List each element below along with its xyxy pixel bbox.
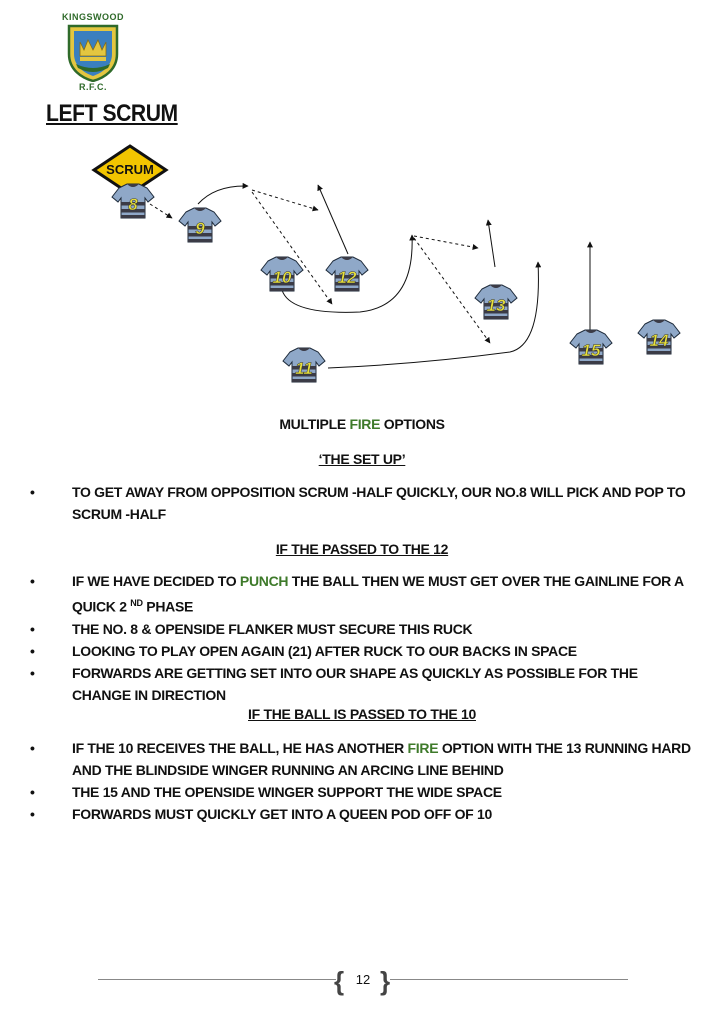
svg-text:12: 12 (338, 268, 357, 287)
player-15: 15 (569, 329, 613, 365)
club-name-bottom: R.F.C. (78, 82, 107, 92)
player-8: 8 (111, 183, 155, 219)
svg-text:11: 11 (295, 359, 313, 378)
section-12-list: IF WE HAVE DECIDED TO PUNCH THE BALL THE… (30, 570, 700, 706)
list-item: THE 15 AND THE OPENSIDE WINGER SUPPORT T… (30, 781, 700, 803)
setup-list: TO GET AWAY FROM OPPOSITION SCRUM -HALF … (30, 481, 700, 525)
club-logo: KINGSWOOD R.F.C. (60, 12, 126, 94)
player-13: 13 (474, 284, 518, 320)
heading-text: MULTIPLE (279, 416, 346, 432)
club-name-top: KINGSWOOD (62, 12, 124, 22)
svg-text:13: 13 (487, 296, 506, 315)
footer-bracket-left: { (334, 966, 345, 996)
svg-text:14: 14 (650, 331, 669, 350)
play-diagram: SCRUM 8 9 10 12 11 13 15 (91, 144, 681, 383)
svg-text:10: 10 (273, 268, 292, 287)
page-number: 12 (355, 972, 371, 987)
heading-fire-keyword: FIRE (349, 416, 381, 432)
list-item: FORWARDS ARE GETTING SET INTO OUR SHAPE … (30, 662, 700, 706)
player-14: 14 (637, 319, 681, 355)
scrum-sign-label: SCRUM (106, 162, 154, 177)
list-item: TO GET AWAY FROM OPPOSITION SCRUM -HALF … (30, 481, 700, 525)
list-item: IF WE HAVE DECIDED TO PUNCH THE BALL THE… (30, 570, 700, 618)
player-11: 11 (282, 347, 326, 383)
setup-title: ‘THE SET UP’ (318, 451, 406, 467)
section-10-list: IF THE 10 RECEIVES THE BALL, HE HAS ANOT… (30, 737, 700, 825)
player-10: 10 (260, 256, 304, 292)
punch-keyword: PUNCH (239, 573, 289, 589)
fire-keyword: FIRE (407, 740, 439, 756)
crest-icon (67, 24, 119, 82)
svg-text:9: 9 (195, 219, 205, 238)
list-item: LOOKING TO PLAY OPEN AGAIN (21) AFTER RU… (30, 640, 700, 662)
list-item: IF THE 10 RECEIVES THE BALL, HE HAS ANOT… (30, 737, 700, 781)
svg-text:8: 8 (128, 195, 138, 214)
footer-bracket-right: } (380, 966, 391, 996)
page-title: LEFT SCRUM (46, 100, 178, 127)
player-9: 9 (178, 207, 222, 243)
footer-divider-right (390, 979, 628, 980)
footer-divider-left (98, 979, 336, 980)
list-item: FORWARDS MUST QUICKLY GET INTO A QUEEN P… (30, 803, 700, 825)
section-heading: MULTIPLE FIRE OPTIONS (0, 416, 724, 432)
section-title-12: IF THE PASSED TO THE 12 (275, 541, 449, 557)
section-title-10: IF THE BALL IS PASSED TO THE 10 (248, 706, 476, 722)
player-12: 12 (325, 256, 369, 292)
heading-text-end: OPTIONS (383, 416, 445, 432)
list-item: THE NO. 8 & OPENSIDE FLANKER MUST SECURE… (30, 618, 700, 640)
svg-text:15: 15 (582, 341, 601, 360)
